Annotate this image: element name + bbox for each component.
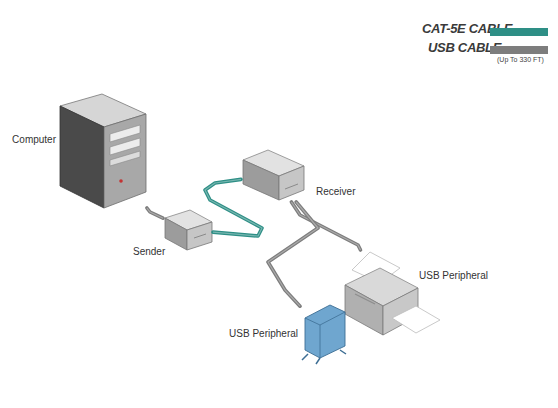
device-label: Sender bbox=[133, 246, 165, 257]
usb-cable bbox=[147, 208, 163, 218]
legend-swatch bbox=[490, 28, 548, 36]
device-label: Computer bbox=[12, 134, 56, 145]
computer-node: Computer bbox=[58, 94, 148, 208]
cable-highlight bbox=[147, 208, 163, 218]
device-label: Receiver bbox=[316, 186, 355, 197]
distance-note: (Up To 330 FT) bbox=[497, 56, 544, 63]
usb-cable bbox=[268, 202, 318, 306]
receiver-node: Receiver bbox=[241, 148, 306, 202]
device-label: USB Peripheral bbox=[229, 328, 298, 339]
cable-highlight bbox=[268, 202, 318, 306]
cable-body bbox=[205, 179, 262, 236]
cable-body bbox=[147, 208, 163, 218]
peripheral-node: USB Peripheral bbox=[300, 302, 348, 362]
sender-node: Sender bbox=[163, 208, 213, 252]
computer-tower bbox=[60, 94, 146, 208]
receiver-box-illustration bbox=[243, 150, 304, 200]
cable-highlight bbox=[205, 179, 262, 236]
drive-illustration bbox=[302, 305, 346, 364]
device-label: USB Peripheral bbox=[419, 270, 488, 281]
printer-illustration bbox=[345, 252, 440, 335]
peripheral-node: USB Peripheral bbox=[343, 250, 423, 340]
cat5e-cable bbox=[205, 179, 262, 236]
sender-box-illustration bbox=[165, 210, 212, 250]
legend-swatch bbox=[490, 46, 548, 54]
cable-body bbox=[268, 202, 318, 306]
